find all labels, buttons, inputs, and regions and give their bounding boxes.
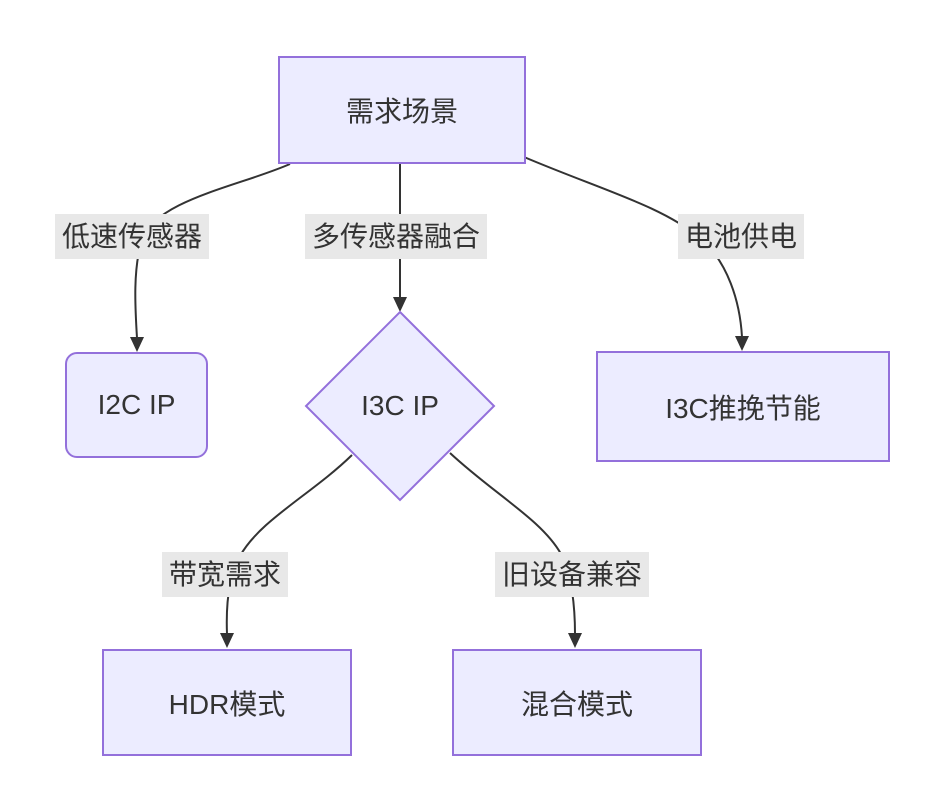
arrowhead-i3c: [393, 297, 407, 312]
arrowhead-mixed: [568, 633, 582, 648]
node-i3c-diamond-shape: [304, 310, 496, 502]
node-hdr-mode: HDR模式: [102, 649, 352, 756]
node-i3c-pushpull-powersave: I3C推挽节能: [596, 351, 890, 462]
node-demand-scenario: 需求场景: [278, 56, 526, 164]
edge-i3c-to-hdr: [225, 454, 353, 635]
arrowhead-hdr: [220, 633, 234, 648]
edge-label-bandwidth-need: 带宽需求: [162, 552, 289, 598]
arrowhead-pushpull: [735, 336, 749, 351]
node-i2c-ip: I2C IP: [65, 352, 208, 458]
node-mixed-mode: 混合模式: [452, 649, 702, 756]
edge-i3c-to-mixed: [449, 452, 576, 635]
edge-label-multi-sensor-fusion: 多传感器融合: [305, 214, 488, 260]
edge-label-low-speed-sensor: 低速传感器: [55, 214, 210, 260]
node-i3c-ip-label: I3C IP: [361, 390, 439, 421]
edge-label-battery-powered: 电池供电: [678, 214, 805, 260]
arrowhead-i2c: [130, 337, 144, 352]
edge-label-legacy-compat: 旧设备兼容: [495, 552, 650, 598]
